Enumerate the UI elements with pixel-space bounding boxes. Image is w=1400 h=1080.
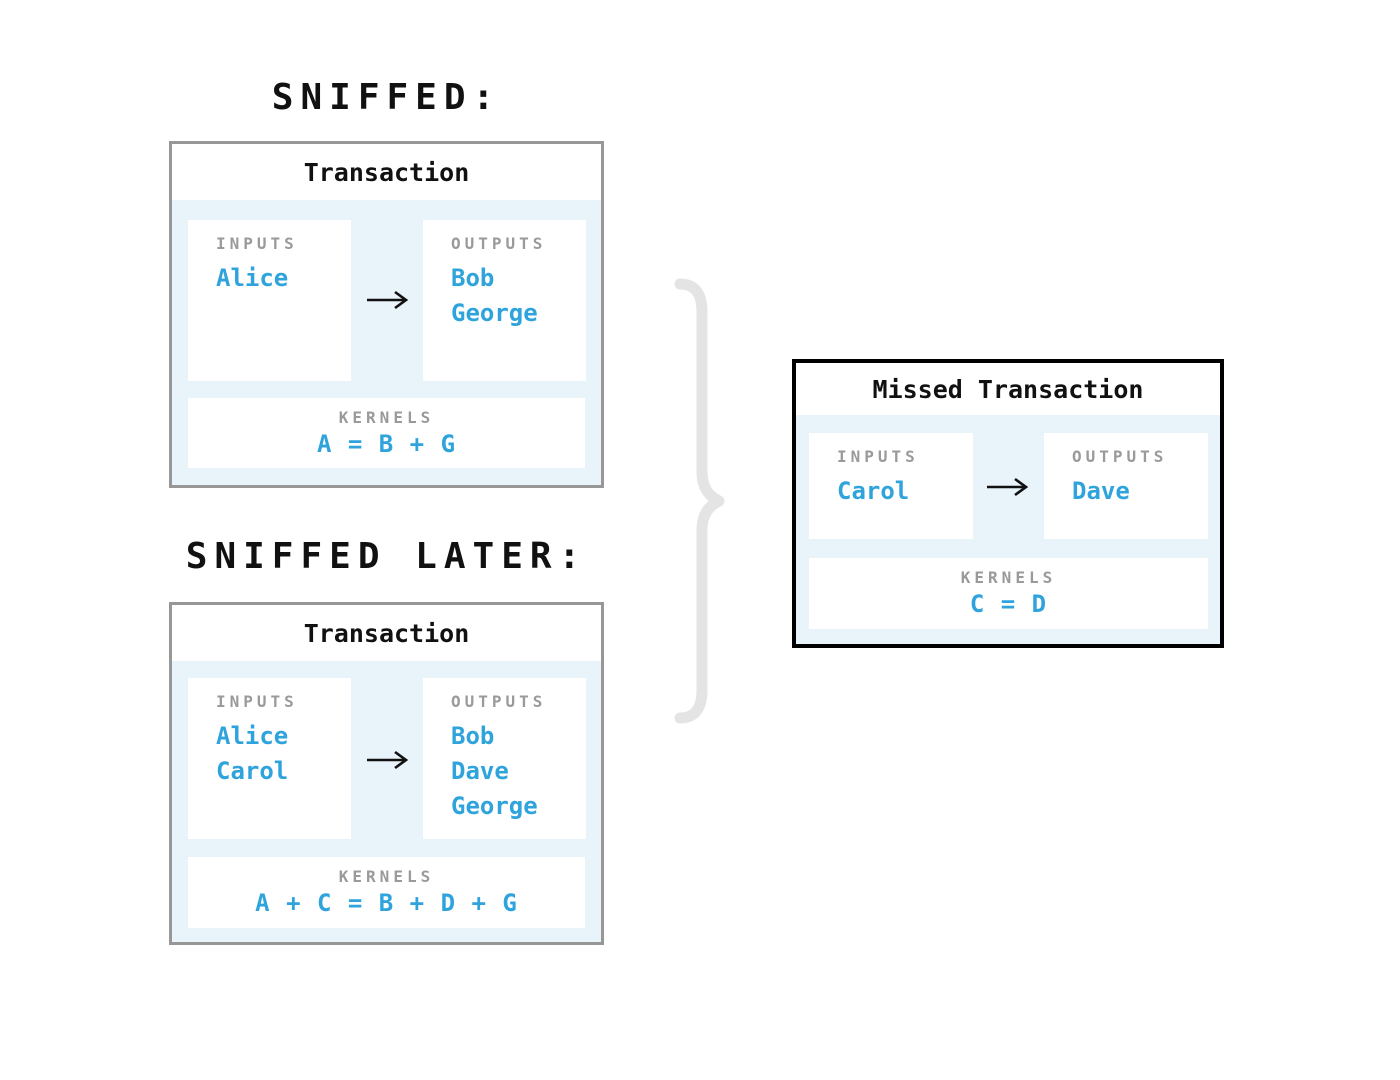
kernels-panel: KERNELS A = B + G bbox=[188, 398, 585, 468]
missed-transaction-box: Missed Transaction INPUTS Carol OUTPUTS … bbox=[792, 359, 1224, 648]
transaction-body: INPUTS Alice Carol OUTPUTS Bob Dave Geor… bbox=[172, 661, 601, 942]
kernel-equation: C = D bbox=[969, 590, 1048, 618]
kernels-panel: KERNELS C = D bbox=[809, 558, 1208, 629]
outputs-label: OUTPUTS bbox=[1072, 447, 1168, 466]
kernels-label: KERNELS bbox=[338, 408, 435, 427]
right-arrow-icon bbox=[367, 750, 409, 770]
right-arrow-icon bbox=[987, 477, 1029, 497]
inputs-names: Carol bbox=[837, 477, 910, 505]
sniffed-later-heading: SNIFFED LATER: bbox=[185, 536, 588, 577]
inputs-panel: INPUTS Alice Carol bbox=[188, 678, 351, 839]
outputs-names: Dave bbox=[1072, 477, 1130, 505]
kernel-equation: A + C = B + D + G bbox=[255, 889, 518, 917]
transaction-title: Transaction bbox=[172, 605, 601, 661]
inputs-panel: INPUTS Carol bbox=[809, 433, 973, 539]
inputs-names: Alice Carol bbox=[216, 722, 289, 785]
outputs-label: OUTPUTS bbox=[451, 234, 547, 253]
inputs-label: INPUTS bbox=[837, 447, 919, 466]
curly-brace-icon bbox=[674, 278, 725, 724]
inputs-label: INPUTS bbox=[216, 692, 298, 711]
transaction-body: INPUTS Carol OUTPUTS Dave KERNELS C = D bbox=[796, 415, 1220, 644]
sniffed-transaction-box: Transaction INPUTS Alice OUTPUTS Bob Geo… bbox=[169, 141, 604, 488]
outputs-panel: OUTPUTS Bob George bbox=[423, 220, 586, 381]
kernels-label: KERNELS bbox=[960, 568, 1057, 587]
outputs-panel: OUTPUTS Bob Dave George bbox=[423, 678, 586, 839]
transaction-body: INPUTS Alice OUTPUTS Bob George KERNELS … bbox=[172, 200, 601, 485]
outputs-panel: OUTPUTS Dave bbox=[1044, 433, 1208, 539]
inputs-panel: INPUTS Alice bbox=[188, 220, 351, 381]
outputs-names: Bob George bbox=[451, 264, 538, 327]
transaction-title: Transaction bbox=[172, 144, 601, 200]
outputs-label: OUTPUTS bbox=[451, 692, 547, 711]
inputs-names: Alice bbox=[216, 264, 289, 292]
outputs-names: Bob Dave George bbox=[451, 722, 538, 820]
kernel-equation: A = B + G bbox=[316, 430, 457, 458]
missed-transaction-title: Missed Transaction bbox=[796, 363, 1220, 415]
right-arrow-icon bbox=[367, 290, 409, 310]
sniffed-heading: SNIFFED: bbox=[271, 77, 502, 118]
kernels-panel: KERNELS A + C = B + D + G bbox=[188, 857, 585, 928]
sniffed-later-transaction-box: Transaction INPUTS Alice Carol OUTPUTS B… bbox=[169, 602, 604, 945]
kernels-label: KERNELS bbox=[338, 867, 435, 886]
inputs-label: INPUTS bbox=[216, 234, 298, 253]
